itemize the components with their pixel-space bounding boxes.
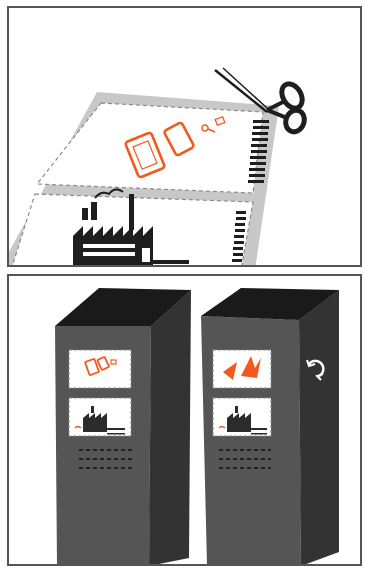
collection-bins-illustration: [9, 276, 360, 564]
coupon-sheet-illustration: [9, 8, 360, 265]
collection-bins-panel: [7, 274, 362, 566]
right-bin: [201, 288, 339, 564]
left-bin: [55, 288, 191, 564]
coupon-sheet-panel: [7, 6, 362, 267]
